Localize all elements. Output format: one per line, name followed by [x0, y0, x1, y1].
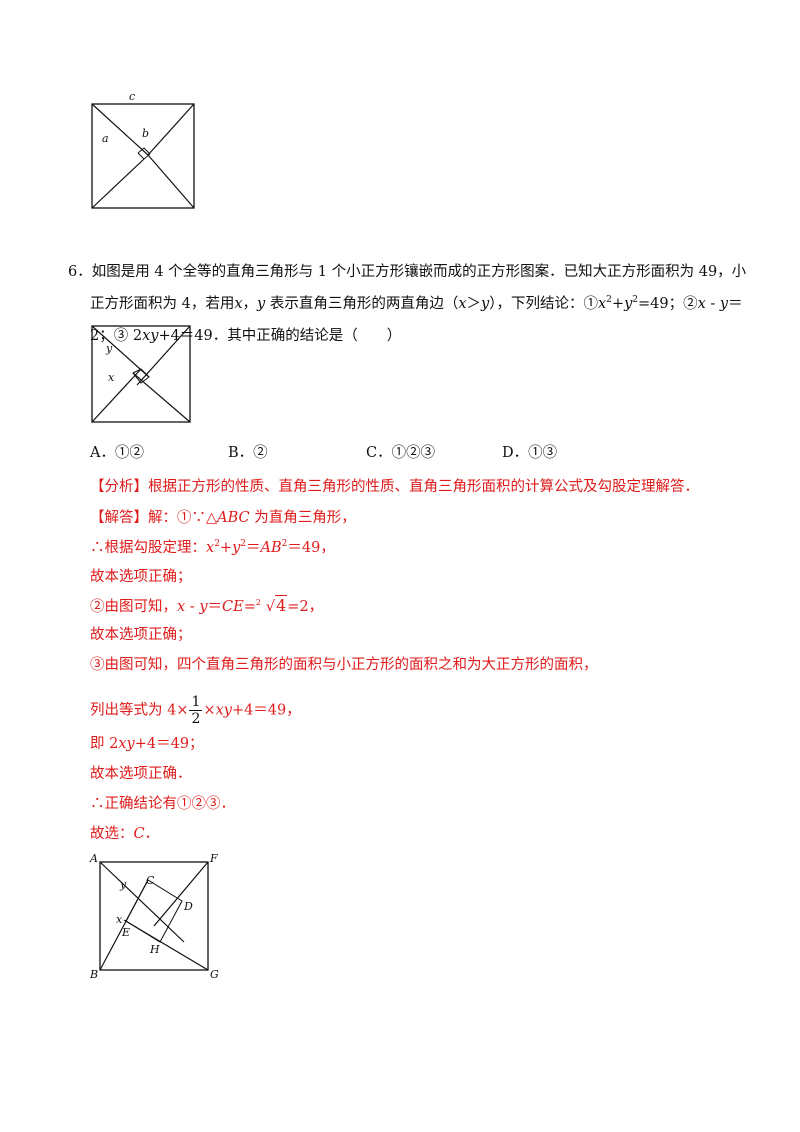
option-b[interactable]: B．② [228, 445, 268, 461]
fig1-label-b: b [142, 127, 149, 140]
question-line-2: 正方形面积为 4，若用x，y 表示直角三角形的两直角边（x＞y），下列结论：①x… [90, 295, 743, 312]
figure-pinwheel-xy: y x [91, 325, 191, 423]
fig1-label-c: c [129, 90, 135, 103]
option-a[interactable]: A．①② [90, 445, 144, 461]
solution-step-6: ③由图可知，四个直角三角形的面积与小正方形的面积之和为大正方形的面积， [90, 657, 598, 673]
fig3-label-G: G [210, 968, 219, 980]
option-c[interactable]: C．①②③ [366, 445, 436, 461]
option-d[interactable]: D．①③ [502, 445, 558, 461]
fig3-label-H: H [149, 943, 160, 956]
solution-step-3: 故本选项正确； [90, 569, 192, 585]
fig3-label-x: x [116, 913, 123, 926]
fig1-label-a: a [102, 132, 109, 145]
solution-conclusion: ∴正确结论有①②③． [90, 796, 235, 812]
solution-answer-line: 【解答】解：①∵△ABC 为直角三角形， [90, 510, 356, 526]
fig3-label-F: F [209, 852, 218, 865]
fig2-label-y: y [105, 342, 113, 355]
fig3-label-E: E [121, 926, 130, 939]
solution-choice: 故选：C． [90, 826, 160, 842]
solution-step-8: 即 2xy+4＝49； [90, 736, 204, 752]
solution-step-5: 故本选项正确； [90, 627, 192, 643]
question-number: 6． [68, 264, 92, 280]
fig3-label-y: y [119, 878, 127, 891]
fig3-label-B: B [89, 968, 98, 980]
question-line-1: 6．如图是用 4 个全等的直角三角形与 1 个小正方形镶嵌而成的正方形图案．已知… [68, 264, 747, 280]
solution-step-9: 故本选项正确． [90, 766, 192, 782]
fig2-label-x: x [108, 371, 115, 384]
solution-step-4: ②由图可知，x - y＝CE=2√4=2， [90, 595, 324, 615]
question-line-3: 2；③ 2xy+4＝49．其中正确的结论是（ ） [90, 328, 402, 344]
fig3-label-C: C [146, 874, 155, 887]
figure-labeled-square: A F B G C D E H x y [89, 852, 219, 980]
solution-step-2: ∴根据勾股定理：x2+y2＝AB2＝49， [90, 539, 335, 556]
solution-analysis: 【分析】根据正方形的性质、直角三角形的性质、直角三角形面积的计算公式及勾股定理解… [90, 479, 699, 495]
radical-expression: 2√4 [255, 595, 288, 615]
figure-pythagoras-abc: c a b [91, 90, 195, 209]
fig3-label-A: A [89, 852, 98, 865]
fig3-label-D: D [183, 900, 193, 913]
